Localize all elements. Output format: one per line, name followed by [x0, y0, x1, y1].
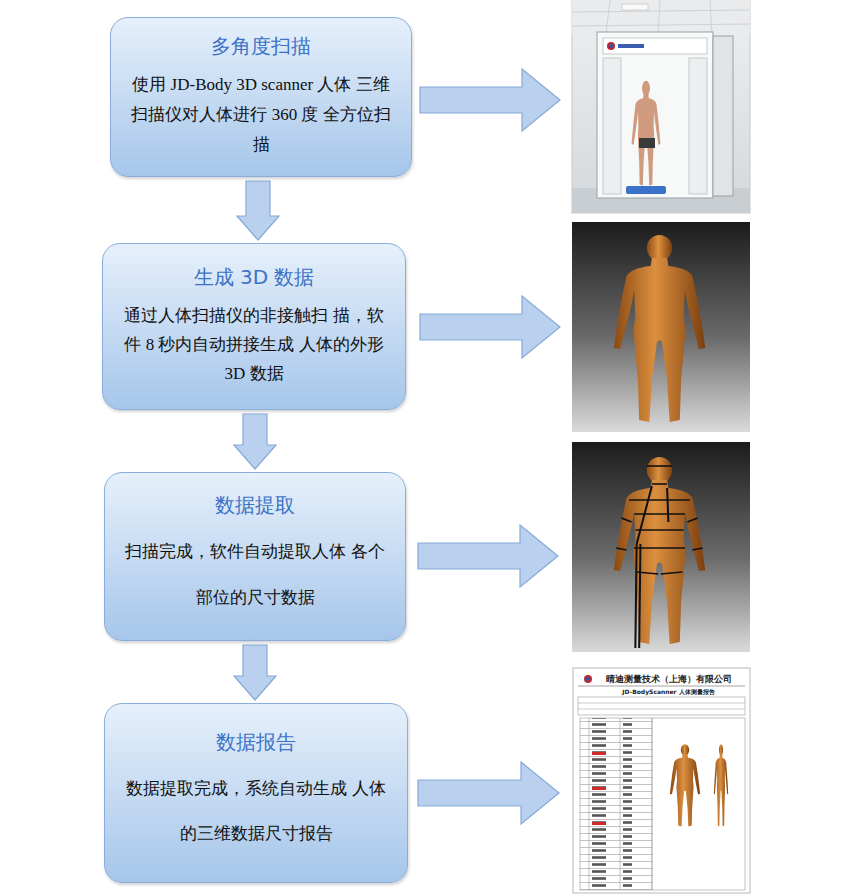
block-arrow: [418, 762, 559, 824]
process-box: 数据报告数据提取完成，系统自动生成 人体的三维数据尺寸报告: [104, 703, 408, 883]
pointer-arrows: [418, 69, 560, 587]
box-heading: 数据提取: [215, 493, 295, 517]
box-text: 使用 JD-Body 3D scanner 人体 三维扫描仪对人体进行 360 …: [125, 70, 397, 160]
block-arrow: [234, 645, 276, 700]
box-heading: 生成 3D 数据: [194, 265, 315, 289]
box-heading: 数据报告: [216, 730, 296, 754]
block-arrow: [234, 414, 276, 469]
scanner-photo: [572, 0, 750, 213]
box-heading: 多角度扫描: [211, 34, 311, 58]
process-box: 生成 3D 数据通过人体扫描仪的非接触扫 描，软件 8 秒内自动拼接生成 人体的…: [102, 243, 406, 410]
box-text: 扫描完成，软件自动提取人体 各个部位的尺寸数据: [119, 529, 391, 621]
model-render: [572, 222, 750, 432]
process-box: 数据提取扫描完成，软件自动提取人体 各个部位的尺寸数据: [104, 472, 406, 641]
measured-model: [572, 442, 750, 652]
process-box: 多角度扫描使用 JD-Body 3D scanner 人体 三维扫描仪对人体进行…: [110, 17, 412, 177]
report-sheet: 晴迪测量技术（上海）有限公司 JD-BodyScanner 人体测量报告: [573, 668, 750, 893]
box-text: 数据提取完成，系统自动生成 人体的三维数据尺寸报告: [119, 766, 393, 856]
box-heading: 晴迪测量技术（上海）有限公司: [591, 674, 746, 685]
box-text: JD-BodyScanner 人体测量报告: [591, 688, 746, 696]
report-page: [573, 668, 750, 893]
box-text: 通过人体扫描仪的非接触扫 描，软件 8 秒内自动拼接生成 人体的外形 3D 数据: [117, 301, 391, 388]
block-arrow: [237, 181, 279, 240]
